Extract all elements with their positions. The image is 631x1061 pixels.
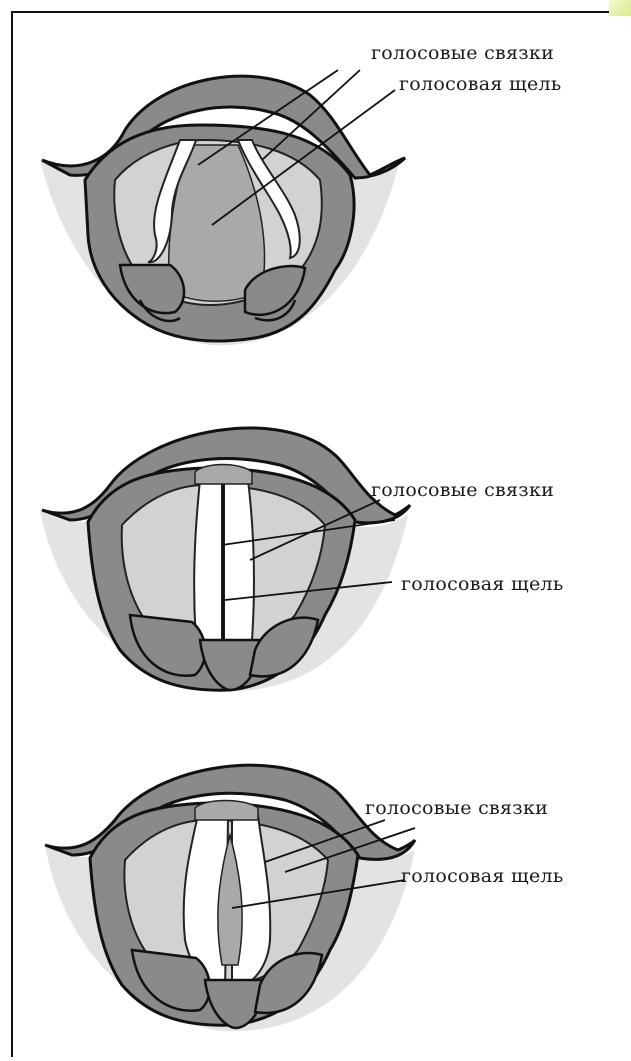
label-top-glottis: голосовая щель: [399, 73, 562, 95]
label-bottom-cords: голосовые связки: [365, 797, 548, 819]
label-middle-cords: голосовые связки: [371, 479, 554, 501]
larynx-open: [40, 70, 405, 345]
larynx-closed: [40, 428, 410, 691]
arytenoid-top-middle: [195, 465, 252, 485]
label-top-cords: голосовые связки: [371, 42, 554, 64]
cord-right-middle: [224, 480, 254, 640]
cord-left-middle: [194, 480, 222, 640]
label-middle-glottis: голосовая щель: [401, 573, 564, 595]
larynx-narrow: [45, 765, 415, 1031]
arytenoid-top-bottom: [195, 801, 258, 821]
label-bottom-glottis: голосовая щель: [401, 865, 564, 887]
